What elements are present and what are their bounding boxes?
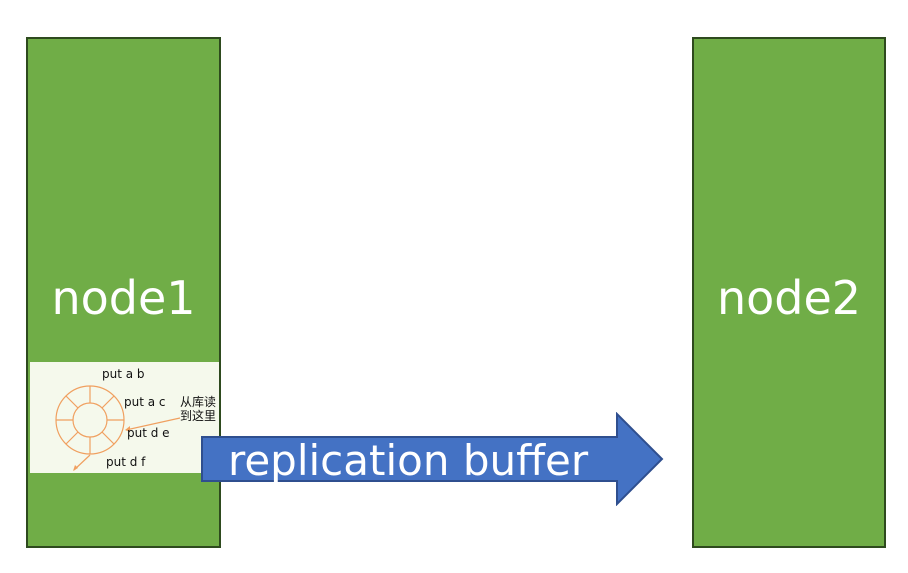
buffer-entry: put d f [106,455,146,469]
buffer-entry: put a b [102,367,145,381]
pointer-arrowhead [73,465,78,471]
ring-divider [101,431,115,445]
arrow-shape [201,412,664,506]
pointer-line [125,417,181,431]
node2-box: node2 [692,37,886,548]
replication-buffer-panel: put a b put a c put d e put d f 从库读 到这里 [30,362,219,473]
replication-buffer-label: replication buffer [228,436,589,485]
read-position-annotation: 从库读 到这里 [178,395,218,423]
ring-divider [101,395,115,409]
pointer-arrowhead [125,426,130,432]
node2-label: node2 [716,271,862,325]
buffer-entry: put a c [124,395,166,409]
ring-divider [65,431,79,445]
annotation-line-1: 从库读 [179,395,216,409]
replication-arrow-icon [201,412,664,506]
ring-inner [72,402,108,438]
ring-divider [65,395,79,409]
node1-label: node1 [51,271,196,325]
ring-buffer-icon [55,385,181,471]
buffer-entry: put d e [127,426,170,440]
annotation-line-2: 到这里 [179,409,216,423]
